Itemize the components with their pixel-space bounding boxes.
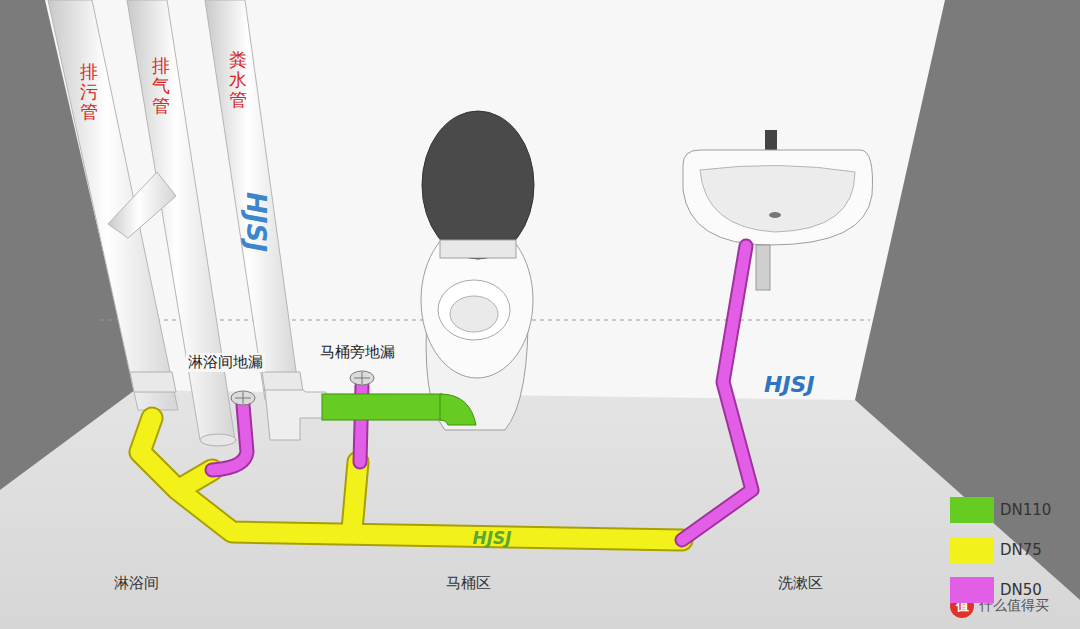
- ellipse-shape: [350, 371, 374, 385]
- zone-name: 马桶区: [446, 574, 491, 593]
- legend-swatch: [950, 497, 994, 523]
- dn75-pipes: [140, 418, 682, 540]
- floor-drains: [231, 371, 374, 405]
- path-shape: [683, 150, 873, 245]
- sink: [683, 130, 873, 290]
- rect-shape: [322, 394, 442, 420]
- ellipse-shape: [231, 391, 255, 405]
- polygon-shape: [205, 0, 300, 400]
- polygon-shape: [855, 0, 1080, 600]
- pipe-name: 排污管: [80, 62, 98, 121]
- ellipse-shape: [200, 434, 236, 446]
- path-shape: [212, 246, 752, 540]
- ellipse-shape: [450, 296, 498, 332]
- line-shape: [362, 372, 363, 384]
- rect-shape: [440, 240, 516, 258]
- path-shape: [212, 246, 752, 540]
- path-shape: [700, 165, 855, 232]
- dn110-pipe: [322, 394, 476, 425]
- watermark: HJSJ: [764, 372, 815, 397]
- pipe-name: 排气管: [152, 56, 170, 115]
- ellipse-shape: [438, 280, 510, 340]
- pipe-name: 粪水管: [229, 50, 247, 109]
- toilet: [421, 111, 534, 430]
- line-shape: [243, 392, 244, 404]
- legend-swatch: [950, 577, 994, 603]
- legend-text: DN110: [1000, 501, 1051, 519]
- ellipse-shape: [421, 222, 533, 378]
- path-shape: [140, 418, 682, 540]
- ellipse-shape: [422, 111, 534, 259]
- part-name: 淋浴间地漏: [186, 353, 265, 372]
- path-shape: [265, 390, 326, 440]
- zone-name: 淋浴间: [114, 574, 159, 593]
- legend-swatch: [950, 537, 994, 563]
- polygon-shape: [262, 372, 303, 392]
- dn50-pipes: [212, 246, 752, 540]
- polygon-shape: [48, 0, 178, 410]
- polygon-shape: [108, 172, 176, 238]
- part-name: 马桶旁地漏: [318, 343, 397, 362]
- vertical-pipes: [48, 0, 326, 446]
- polygon-shape: [130, 372, 176, 392]
- ellipse-shape: [769, 212, 781, 218]
- path-shape: [140, 418, 682, 540]
- rect-shape: [756, 245, 770, 290]
- path-shape: [440, 394, 476, 425]
- legend-text: DN75: [1000, 541, 1042, 559]
- legend-text: DN50: [1000, 581, 1042, 599]
- watermark: HJSJ: [241, 192, 271, 252]
- zone-name: 洗漱区: [778, 574, 823, 593]
- watermark: HJSJ: [472, 528, 511, 548]
